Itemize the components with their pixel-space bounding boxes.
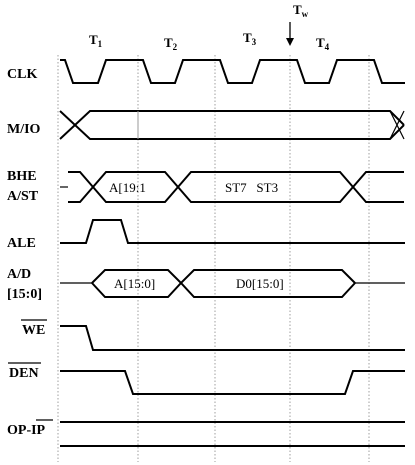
bhe-ast-waveform: A[19:1 ST7 ST3 (60, 171, 404, 203)
ale-waveform (60, 219, 405, 244)
cycle-label-t4: T4 (316, 35, 330, 52)
cycle-boundaries (57, 55, 370, 462)
signal-label-we: WE (22, 323, 45, 338)
den-waveform (60, 370, 405, 395)
cycle-label-t2: T2 (164, 35, 178, 52)
mio-waveform (59, 110, 405, 140)
cycle-label-t1: T1 (89, 32, 103, 49)
bus-value-ad-data: D0[15:0] (236, 276, 284, 291)
signal-label-clk: CLK (7, 67, 37, 82)
signal-labels: CLK M/IO BHE A/ST ALE A/D [15:0] WE DEN … (7, 67, 53, 438)
wait-state-arrow-icon (286, 22, 294, 46)
cycle-label-t3: T3 (243, 30, 257, 47)
opip-waveform (60, 421, 405, 447)
bus-value-bhe-status: ST7 ST3 (225, 180, 278, 195)
bus-value-ad-address: A[15:0] (114, 276, 155, 291)
clk-waveform (60, 59, 405, 84)
signal-label-den: DEN (9, 366, 39, 381)
bus-value-bhe-address: A[19:1 (109, 180, 146, 195)
signal-label-opip: OP-IP (7, 423, 46, 438)
signal-label-mio: M/IO (7, 122, 41, 137)
signal-label-ast: A/ST (7, 189, 39, 204)
signal-label-ad: A/D (7, 267, 31, 282)
ad-waveform: A[15:0] D0[15:0] (60, 269, 405, 298)
signal-label-bhe: BHE (7, 169, 37, 184)
we-waveform (60, 325, 405, 351)
wait-state-label: Tw (293, 2, 309, 19)
cycle-labels: T1 T2 T3 T4 Tw (89, 2, 330, 52)
signal-label-ad-range: [15:0] (7, 287, 42, 302)
signal-label-ale: ALE (7, 236, 36, 251)
